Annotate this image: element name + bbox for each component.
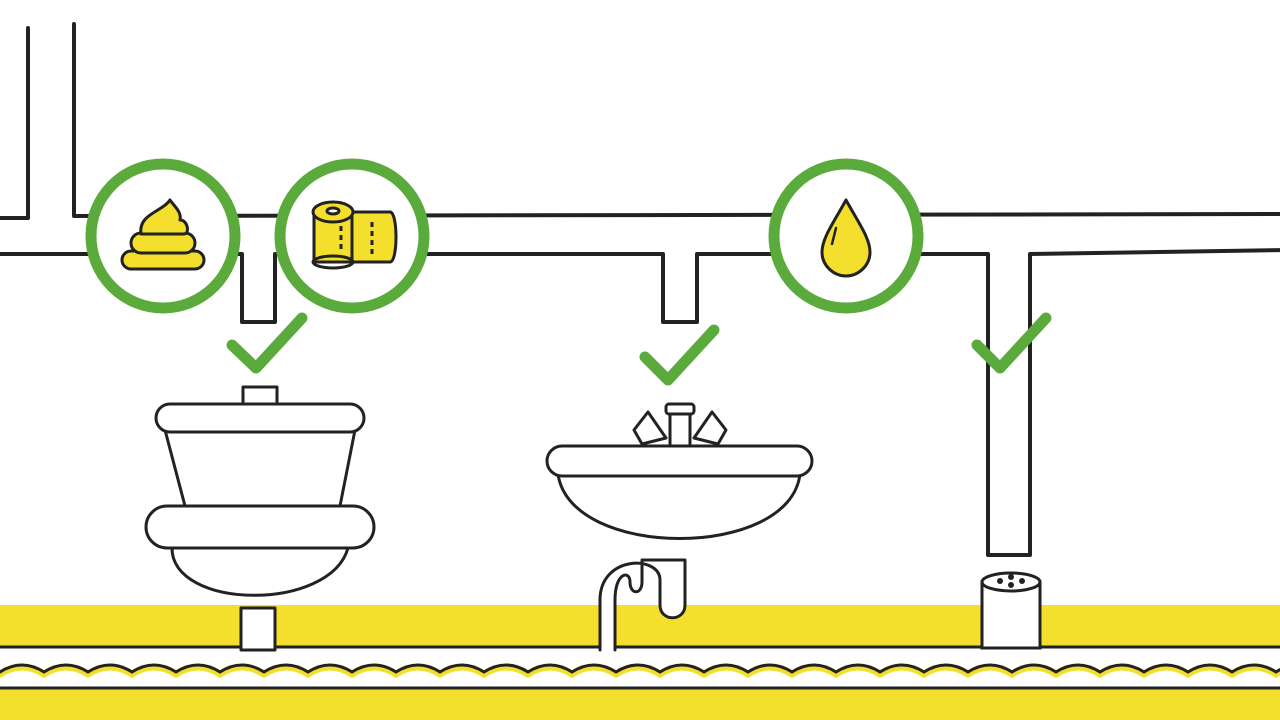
toilet-tank xyxy=(163,428,357,508)
check-mark-icon xyxy=(639,324,720,386)
sink-faucet-top xyxy=(664,402,696,416)
water-drop-icon xyxy=(820,198,872,278)
sink-p-trap xyxy=(598,558,687,652)
toilet-paper-badge xyxy=(274,158,430,314)
paper-roll-base xyxy=(311,254,355,270)
check-mark-icon xyxy=(226,312,308,374)
paper-tail xyxy=(350,210,398,264)
main-horizontal-pipe-bottom xyxy=(0,248,1280,557)
sink-basin xyxy=(556,472,802,540)
toilet-paper-icon xyxy=(311,200,398,270)
sewer-flow-wave-outline xyxy=(0,663,1280,674)
main-horizontal-pipe-top xyxy=(72,22,1280,218)
sewer-flow-wave xyxy=(0,663,1280,679)
toilet-bowl xyxy=(170,546,350,597)
paper-roll-core xyxy=(325,206,341,216)
water-drop-badge xyxy=(768,158,924,314)
poop-badge xyxy=(85,158,241,314)
poop-layer-top xyxy=(139,198,189,236)
drain-hole xyxy=(997,578,1003,584)
ground-bottom-strip xyxy=(0,688,1280,720)
toilet-seat xyxy=(144,504,376,550)
toilet-flush-button xyxy=(241,385,279,406)
sink-faucet xyxy=(668,410,692,448)
ground-strip xyxy=(0,605,1280,647)
sink-rim xyxy=(545,444,814,478)
poop-icon xyxy=(120,198,206,271)
toilet-drain-pipe xyxy=(239,606,277,652)
check-mark-icon xyxy=(971,312,1052,374)
sink-icon xyxy=(545,402,814,652)
drain-hole xyxy=(1019,578,1025,584)
floor-drain-holes xyxy=(997,574,1025,588)
poop-layer-middle xyxy=(129,231,197,255)
toilet-icon xyxy=(144,385,376,652)
drain-hole xyxy=(1008,574,1014,580)
sink-right-handle xyxy=(692,410,728,446)
drain-hole xyxy=(1008,582,1014,588)
toilet-tank-lid xyxy=(154,402,366,434)
sink-left-handle xyxy=(632,410,668,446)
left-wall-pipe-outer xyxy=(0,26,30,220)
floor-drain xyxy=(980,571,1042,650)
ground-band xyxy=(0,605,1280,720)
drop-highlight xyxy=(830,226,838,246)
